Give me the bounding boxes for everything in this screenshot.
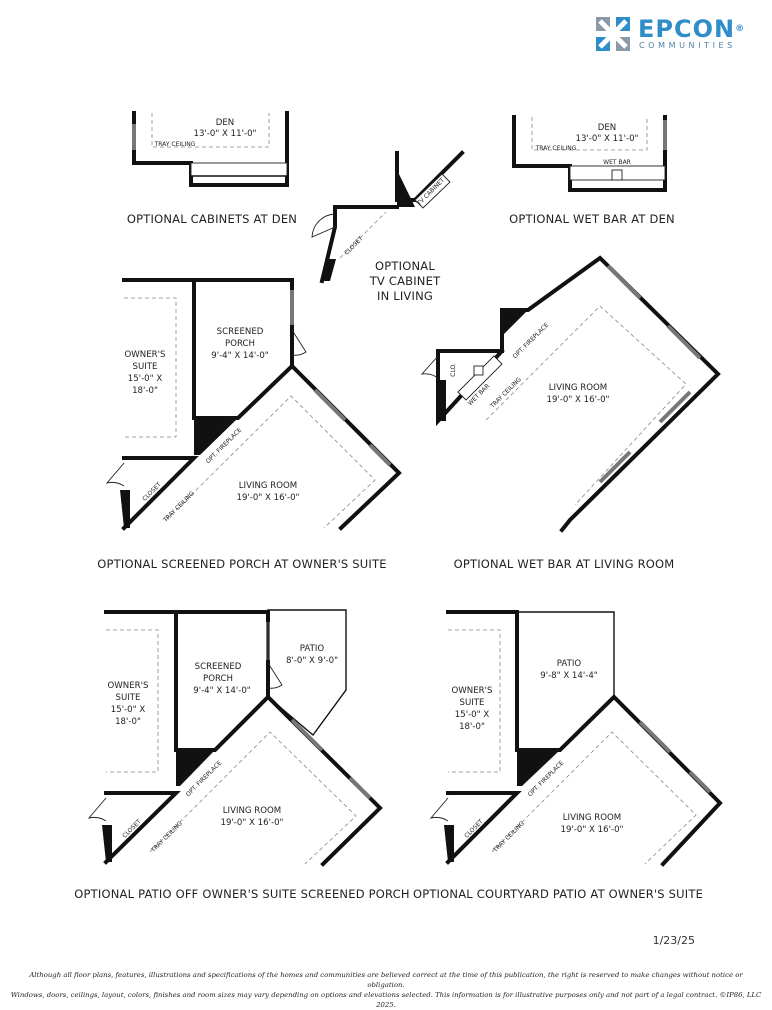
plan-wet-bar-at-living: LIVING ROOM 19'-0" X 16'-0" OPT. FIREPLA…: [420, 255, 721, 571]
caption-tv-line3: IN LIVING: [377, 289, 433, 303]
disclaimer-line2: Windows, doors, ceilings, layout, colors…: [10, 991, 762, 1009]
suite3-line2: SUITE: [116, 693, 141, 703]
porch3-line1: SCREENED: [195, 662, 242, 672]
suite-line2: SUITE: [133, 362, 158, 372]
patio3-name: PATIO: [300, 644, 325, 654]
plan-patio-off-porch: OWNER'S SUITE 15'-0" X 18'-0" SCREENED P…: [74, 609, 409, 901]
suite4-line1: OWNER'S: [452, 686, 493, 696]
den-room-size: 13'-0" X 11'-0": [194, 129, 257, 139]
living2-size: 19'-0" X 16'-0": [547, 395, 610, 405]
plan-courtyard-patio: OWNER'S SUITE 15'-0" X 18'-0" PATIO 9'-8…: [413, 610, 723, 901]
suite4-line2: SUITE: [460, 698, 485, 708]
suite-line4: 18'-0": [132, 386, 158, 396]
brand-tagline: COMMUNITIES: [639, 41, 736, 50]
plan-screened-porch: OWNER'S SUITE 15'-0" X 18'-0" SCREENED P…: [97, 278, 402, 571]
tray-ceiling-4: TRAY CEILING: [491, 820, 526, 855]
caption-courtyard-patio: OPTIONAL COURTYARD PATIO AT OWNER'S SUIT…: [413, 887, 703, 901]
plan-tv-cabinet: TV CABINET CLOSET OPTIONAL TV CABINET IN…: [311, 150, 465, 303]
suite-line3: 15'-0" X: [128, 374, 163, 384]
disclaimer-line1: Although all floor plans, features, illu…: [29, 971, 743, 989]
plan-cabinets-at-den: DEN 13'-0" X 11'-0" TRAY CEILING OPTIONA…: [127, 111, 297, 226]
living-name: LIVING ROOM: [239, 481, 297, 491]
caption-patio-porch: OPTIONAL PATIO OFF OWNER'S SUITE SCREENE…: [74, 887, 409, 901]
living-size: 19'-0" X 16'-0": [237, 493, 300, 503]
tray-ceiling: TRAY CEILING: [161, 490, 196, 525]
patio4-name: PATIO: [557, 659, 582, 669]
suite3-line4: 18'-0": [115, 717, 141, 727]
living3-name: LIVING ROOM: [223, 806, 281, 816]
plan-wet-bar-at-den: DEN 13'-0" X 11'-0" TRAY CEILING WET BAR…: [509, 115, 675, 226]
tv-cabinet-solid: [397, 170, 415, 207]
suite3-line3: 15'-0" X: [111, 705, 146, 715]
fireplace-solid-2: [502, 310, 528, 336]
den2-room-name: DEN: [598, 123, 616, 133]
den2-wet-bar-label: WET BAR: [603, 159, 631, 166]
epcon-logo: EPCON® COMMUNITIES: [594, 15, 764, 55]
legal-disclaimer: Although all floor plans, features, illu…: [10, 970, 762, 1010]
porch3-line2: PORCH: [203, 674, 233, 684]
den-room-name: DEN: [216, 118, 234, 128]
living3-size: 19'-0" X 16'-0": [221, 818, 284, 828]
porch-size: 9'-4" X 14'-0": [211, 351, 269, 361]
courtyard-patio-outline: [516, 611, 615, 751]
clo-label: CLO.: [450, 363, 457, 377]
den-cabinets: [190, 162, 288, 177]
den2-tray-ceiling: TRAY CEILING: [535, 145, 577, 152]
porch-line1: SCREENED: [217, 327, 264, 337]
suite4-line3: 15'-0" X: [455, 710, 490, 720]
living-wet-bar-sink-icon: [473, 365, 484, 376]
tray-ceiling-3: TRAY CEILING: [149, 820, 184, 855]
tray-ceiling-2: TRAY CEILING: [488, 376, 523, 411]
caption-tv-line2: TV CABINET: [369, 274, 441, 288]
patio-outline: [267, 609, 347, 737]
tv-cabinet: [414, 173, 451, 209]
opt-fireplace-2: OPT. FIREPLACE: [512, 322, 551, 361]
revision-date: 1/23/25: [652, 934, 695, 947]
suite-line1: OWNER'S: [125, 350, 166, 360]
tv-closet-label: CLOSET: [343, 235, 365, 257]
patio4-size: 9'-8" X 14'-4": [540, 671, 598, 681]
wet-bar-sink-icon: [611, 169, 623, 181]
patio3-size: 8'-0" X 9'-0": [286, 656, 338, 666]
den-tray-ceiling: TRAY CEILING: [154, 141, 196, 148]
living4-size: 19'-0" X 16'-0": [561, 825, 624, 835]
fireplace-solid-3: [176, 750, 215, 786]
caption-cabinets-den: OPTIONAL CABINETS AT DEN: [127, 212, 297, 226]
brand-name: EPCON®: [638, 15, 746, 43]
caption-tv-line1: OPTIONAL: [375, 259, 435, 273]
suite3-line1: OWNER'S: [108, 681, 149, 691]
fireplace-solid-4: [517, 750, 560, 786]
caption-wet-bar-living: OPTIONAL WET BAR AT LIVING ROOM: [454, 557, 675, 571]
porch-line2: PORCH: [225, 339, 255, 349]
suite4-line4: 18'-0": [459, 722, 485, 732]
epcon-logo-mark-icon: [596, 17, 630, 51]
caption-wet-bar-den: OPTIONAL WET BAR AT DEN: [509, 212, 675, 226]
fireplace-solid: [194, 418, 238, 455]
porch3-size: 9'-4" X 14'-0": [193, 686, 251, 696]
tv-cabinet-label: TV CABINET: [415, 177, 446, 208]
den2-room-size: 13'-0" X 11'-0": [576, 134, 639, 144]
caption-screened-porch: OPTIONAL SCREENED PORCH AT OWNER'S SUITE: [97, 557, 386, 571]
living2-name: LIVING ROOM: [549, 383, 607, 393]
living4-name: LIVING ROOM: [563, 813, 621, 823]
